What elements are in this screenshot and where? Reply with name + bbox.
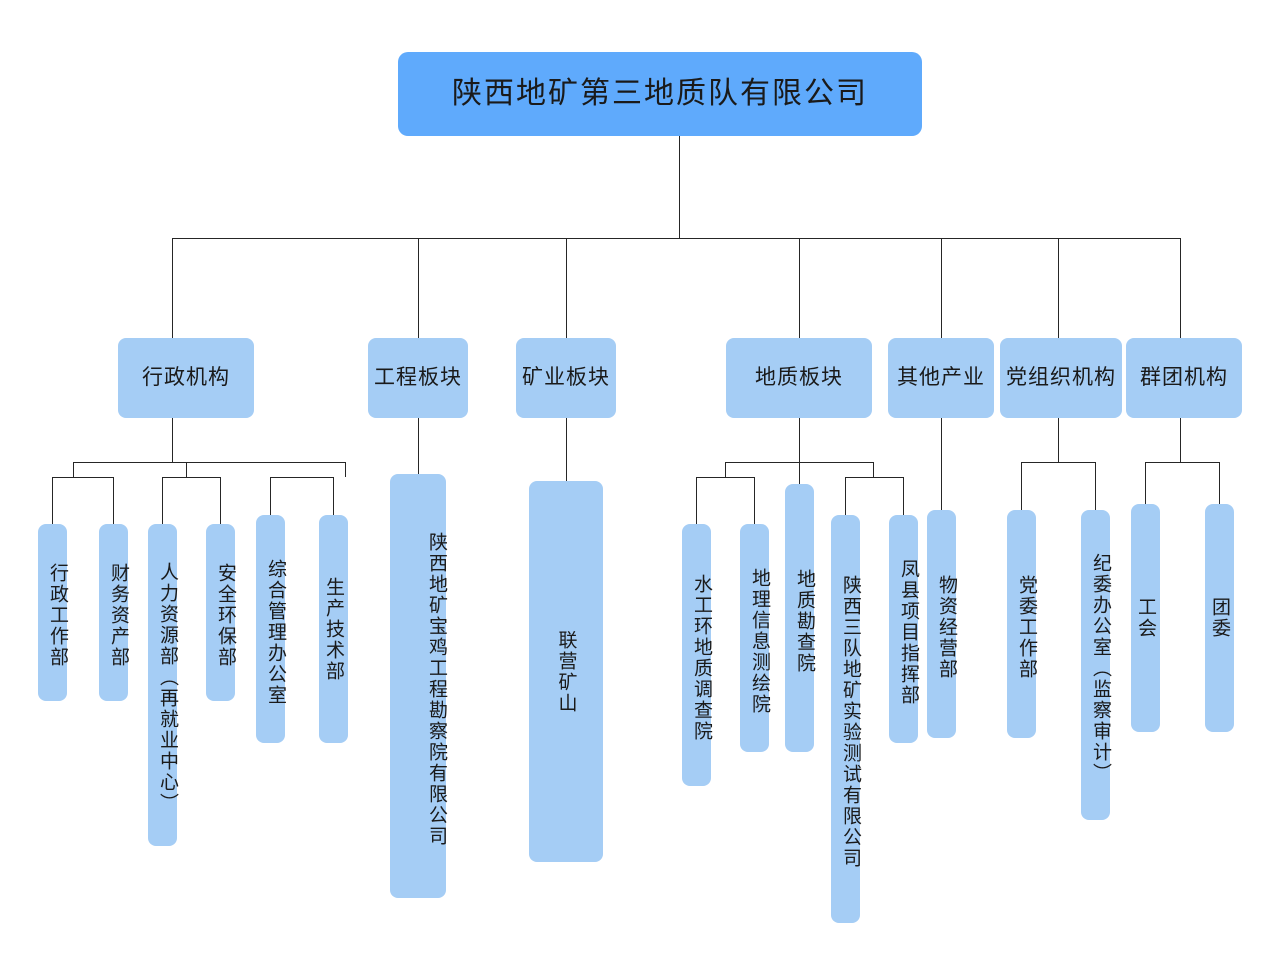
node-dept-discipline-inspection-office[interactable]: 纪委办公室（监察审计） [1081,510,1111,820]
connector-admin-g1 [73,462,74,477]
node-division-mass[interactable]: 群团机构 [1126,338,1242,418]
node-label: 水工环地质调查院 [691,574,712,742]
connector-geology-center [799,462,800,484]
connector-geology-stem [799,418,800,462]
connector-drop-mining [566,238,567,338]
node-dept-youth-league[interactable]: 团委 [1205,504,1234,732]
connector-main-bus [172,238,1180,239]
connector-admin-fork3 [270,477,333,478]
node-dept-safety-environment[interactable]: 安全环保部 [206,524,236,701]
connector-admin-leaf6 [333,477,334,515]
node-dept-hydro-eng-env-geology-survey[interactable]: 水工环地质调查院 [682,524,712,786]
node-division-admin[interactable]: 行政机构 [118,338,254,418]
node-dept-general-management-office[interactable]: 综合管理办公室 [256,515,286,743]
connector-admin-g3 [345,462,346,477]
node-dept-party-committee-work[interactable]: 党委工作部 [1007,510,1037,738]
connector-drop-admin [172,238,173,338]
connector-mass-leaf1 [1145,462,1146,504]
connector-mass-leaf2 [1219,462,1220,504]
connector-root-stem [679,136,680,238]
node-dept-labor-union[interactable]: 工会 [1131,504,1160,732]
node-label: 地理信息测绘院 [749,567,770,715]
connector-admin-g2 [186,462,187,477]
node-dept-production-technology[interactable]: 生产技术部 [319,515,348,743]
connector-party-stem [1058,418,1059,462]
node-division-mining[interactable]: 矿业板块 [516,338,616,418]
connector-other-stem [941,418,942,510]
node-label: 安全环保部 [215,563,236,668]
connector-drop-engineering [418,238,419,338]
node-label: 人力资源部（再就业中心） [157,562,178,814]
connector-drop-party [1058,238,1059,338]
connector-mass-stem [1180,418,1181,462]
node-division-geology[interactable]: 地质板块 [726,338,872,418]
node-label: 工程板块 [374,365,462,389]
node-label: 物资经营部 [936,574,957,680]
connector-drop-mass [1180,238,1181,338]
connector-admin-fork1 [52,477,113,478]
node-label: 党组织机构 [1006,365,1116,389]
connector-admin-leaf3 [162,477,163,524]
connector-party-leaf1 [1021,462,1022,510]
connector-geology-leaf4 [845,477,846,515]
connector-party-leaf2 [1095,462,1096,510]
connector-admin-leaf5 [270,477,271,515]
node-dept-human-resources[interactable]: 人力资源部（再就业中心） [148,524,178,846]
connector-engineering-stem [418,418,419,474]
node-label: 党委工作部 [1016,574,1037,680]
connector-admin-fork2 [162,477,220,478]
connector-admin-leaf1 [52,477,53,524]
node-label: 综合管理办公室 [265,558,286,706]
node-dept-geological-exploration[interactable]: 地质勘查院 [785,484,815,752]
node-label: 矿业板块 [522,365,610,389]
node-root-company[interactable]: 陕西地矿第三地质队有限公司 [398,52,922,136]
node-dept-fengxian-project-command[interactable]: 凤县项目指挥部 [889,515,919,743]
connector-admin-leaf2 [113,477,114,524]
node-dept-materials-operation[interactable]: 物资经营部 [927,510,957,738]
node-label: 其他产业 [897,365,985,389]
node-label: 联营矿山 [555,629,577,714]
connector-mass-bus [1145,462,1219,463]
node-label: 工会 [1135,597,1156,639]
node-label: 行政工作部 [47,563,68,668]
node-dept-finance-assets[interactable]: 财务资产部 [99,524,129,701]
connector-geology-leaf2 [754,477,755,524]
node-label: 凤县项目指挥部 [898,558,919,706]
node-label: 财务资产部 [108,563,129,668]
node-label: 陕西地矿宝鸡工程勘察院有限公司 [426,531,447,847]
node-label: 纪委办公室（监察审计） [1090,552,1111,784]
connector-geology-leaf5 [903,477,904,515]
node-label: 行政机构 [142,365,230,389]
node-dept-baoji-engineering-survey[interactable]: 陕西地矿宝鸡工程勘察院有限公司 [390,474,447,898]
connector-admin-bus [73,462,345,463]
node-dept-admin-work[interactable]: 行政工作部 [38,524,68,701]
node-division-engineering[interactable]: 工程板块 [368,338,468,418]
node-dept-joint-mine[interactable]: 联营矿山 [529,481,603,862]
node-label: 陕西地矿第三地质队有限公司 [452,77,868,111]
node-dept-gis-mapping[interactable]: 地理信息测绘院 [740,524,770,752]
connector-geology-leaf1 [696,477,697,524]
connector-geology-g1 [725,462,726,477]
node-label: 团委 [1209,597,1230,639]
connector-drop-other [941,238,942,338]
connector-admin-stem [172,418,173,462]
connector-geology-g3 [873,462,874,477]
node-label: 生产技术部 [323,576,344,682]
node-label: 地质板块 [755,365,843,389]
connector-mining-stem [566,418,567,481]
connector-geology-fork2 [845,477,903,478]
node-division-other[interactable]: 其他产业 [888,338,994,418]
connector-party-bus [1021,462,1095,463]
node-label: 群团机构 [1140,365,1228,389]
connector-admin-leaf4 [220,477,221,524]
connector-drop-geology [799,238,800,338]
node-label: 地质勘查院 [794,568,815,674]
node-dept-lab-testing-company[interactable]: 陕西三队地矿实验测试有限公司 [831,515,861,923]
node-label: 陕西三队地矿实验测试有限公司 [840,575,861,869]
node-division-party[interactable]: 党组织机构 [1000,338,1122,418]
connector-geology-fork1 [696,477,754,478]
